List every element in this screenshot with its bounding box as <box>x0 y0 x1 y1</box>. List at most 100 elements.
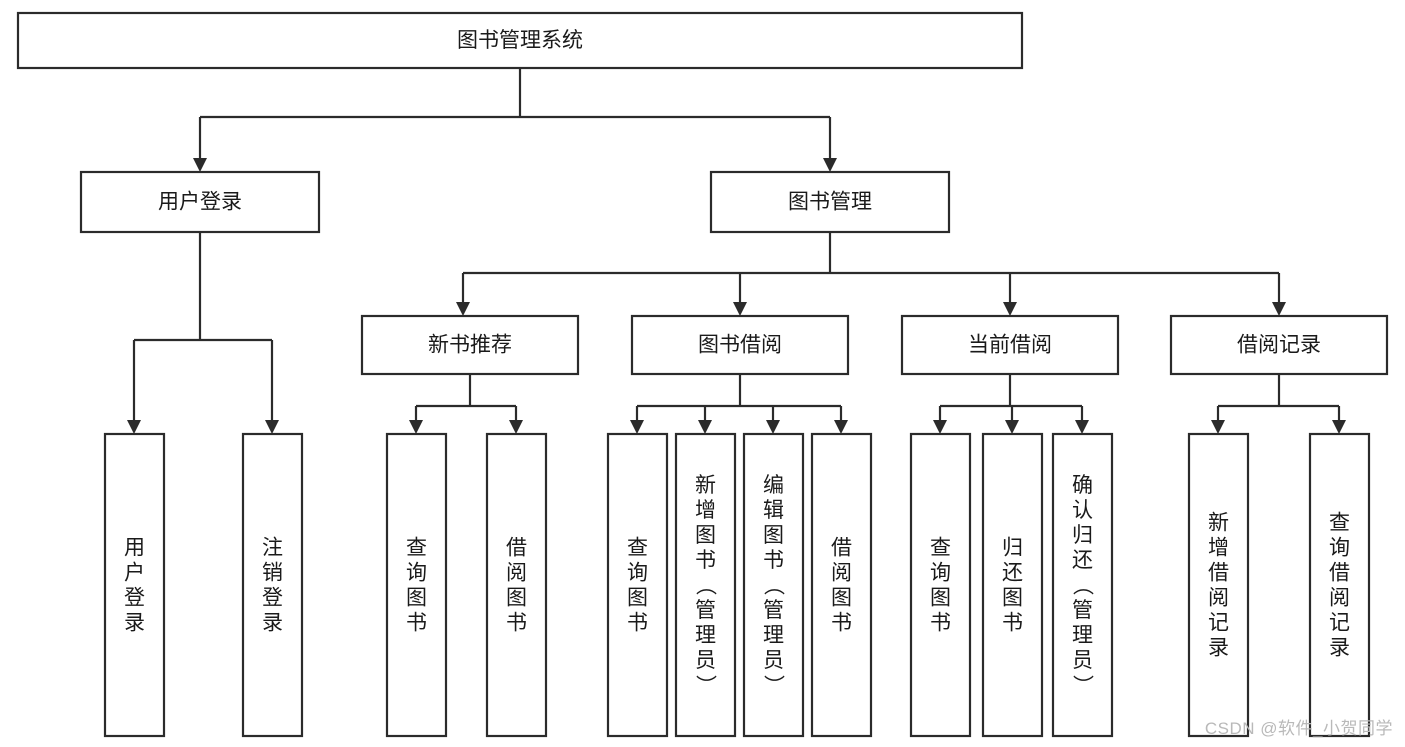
arrow-to-leaf-user-login <box>127 420 141 434</box>
node-box-leaf-query-record <box>1308 432 1371 738</box>
node-box-leaf-query-book-borrow <box>606 432 669 738</box>
arrowheads-layer <box>127 158 1346 434</box>
node-label-char: 记 <box>1208 612 1229 635</box>
node-label-char: 查 <box>930 537 951 560</box>
node-label-char: 书 <box>627 612 648 635</box>
node-box-new-book-recommend <box>360 314 580 376</box>
node-box-borrow-record <box>1169 314 1389 376</box>
node-label-char: 询 <box>627 562 648 585</box>
node-label-char: 员 <box>1072 649 1093 672</box>
node-box-leaf-user-login <box>103 432 166 738</box>
node-box-leaf-borrow-book-rec <box>485 432 548 738</box>
node-label-char: 图 <box>930 587 951 610</box>
node-box-leaf-borrow-book <box>810 432 873 738</box>
node-label-char: 查 <box>627 537 648 560</box>
node-label-root: 图书管理系统 <box>457 29 583 52</box>
node-book-borrow[interactable]: 图书借阅 <box>630 314 850 376</box>
node-new-book-recommend[interactable]: 新书推荐 <box>360 314 580 376</box>
node-label-char: 管 <box>763 599 784 622</box>
node-label-char: 录 <box>262 612 283 635</box>
arrow-to-user-login <box>193 158 207 172</box>
node-label-char: 借 <box>1208 562 1229 585</box>
node-box-leaf-return-book <box>981 432 1044 738</box>
arrow-to-new-book-recommend <box>456 302 470 316</box>
node-label-char: 图 <box>506 587 527 610</box>
arrow-to-current-borrow <box>1003 302 1017 316</box>
arrow-to-book-borrow <box>733 302 747 316</box>
nodes-layer: 图书管理系统用户登录图书管理新书推荐图书借阅当前借阅借阅记录用户登录注销登录查询… <box>16 11 1389 738</box>
node-label-char: 录 <box>124 612 145 635</box>
node-label-char: 理 <box>695 624 716 647</box>
node-label-char: 注 <box>262 537 283 560</box>
node-label-char: 辑 <box>763 499 784 522</box>
node-label-char: 阅 <box>831 562 852 585</box>
node-label-char: 书 <box>930 612 951 635</box>
node-label-char: 还 <box>1072 549 1093 572</box>
node-label-char: （ <box>762 575 785 596</box>
node-label-char: ） <box>1071 675 1094 696</box>
node-root[interactable]: 图书管理系统 <box>16 11 1024 70</box>
node-label-char: 阅 <box>1329 587 1350 610</box>
edges-layer <box>132 68 1341 422</box>
node-label-char: 登 <box>124 587 145 610</box>
node-label-book-manage: 图书管理 <box>788 191 872 214</box>
node-label-char: 录 <box>1208 637 1229 660</box>
node-box-leaf-edit-book <box>742 432 805 738</box>
node-label-char: 书 <box>406 612 427 635</box>
node-label-char: 新 <box>1208 512 1229 535</box>
arrow-to-borrow-record <box>1272 302 1286 316</box>
node-label-char: 书 <box>763 549 784 572</box>
arrow-to-book-manage <box>823 158 837 172</box>
node-label-current-borrow: 当前借阅 <box>968 334 1052 357</box>
node-label-char: 图 <box>831 587 852 610</box>
arrow-to-leaf-query-book-rec <box>409 420 423 434</box>
node-label-char: 还 <box>1002 562 1023 585</box>
node-label-char: 询 <box>406 562 427 585</box>
arrow-to-leaf-edit-book <box>766 420 780 434</box>
arrow-to-leaf-confirm-return <box>1075 420 1089 434</box>
node-label-char: 用 <box>124 537 145 560</box>
node-label-char: 员 <box>763 649 784 672</box>
node-label-char: 编 <box>763 474 784 497</box>
node-label-char: ） <box>694 675 717 696</box>
node-label-char: 增 <box>1208 537 1229 560</box>
node-box-leaf-add-book <box>674 432 737 738</box>
node-box-leaf-query-book-current <box>909 432 972 738</box>
node-box-leaf-logout <box>241 432 304 738</box>
node-leaf-user-login[interactable]: 用户登录 <box>103 432 166 738</box>
node-label-char: 借 <box>831 537 852 560</box>
node-label-char: 理 <box>763 624 784 647</box>
node-book-manage[interactable]: 图书管理 <box>709 170 951 234</box>
arrow-to-leaf-query-record <box>1332 420 1346 434</box>
arrow-to-leaf-return-book <box>1005 420 1019 434</box>
node-box-leaf-query-book-rec <box>385 432 448 738</box>
node-label-char: 户 <box>124 562 145 585</box>
node-label-char: 归 <box>1002 537 1023 560</box>
arrow-to-leaf-borrow-book <box>834 420 848 434</box>
node-borrow-record[interactable]: 借阅记录 <box>1169 314 1389 376</box>
node-user-login[interactable]: 用户登录 <box>79 170 321 234</box>
node-label-char: 书 <box>506 612 527 635</box>
node-label-char: 图 <box>627 587 648 610</box>
node-current-borrow[interactable]: 当前借阅 <box>900 314 1120 376</box>
node-label-char: 书 <box>1002 612 1023 635</box>
node-label-char: 查 <box>1329 512 1350 535</box>
node-label-char: 理 <box>1072 624 1093 647</box>
node-label-char: 阅 <box>1208 587 1229 610</box>
node-box-book-borrow <box>630 314 850 376</box>
node-label-char: 管 <box>695 599 716 622</box>
node-label-char: 查 <box>406 537 427 560</box>
